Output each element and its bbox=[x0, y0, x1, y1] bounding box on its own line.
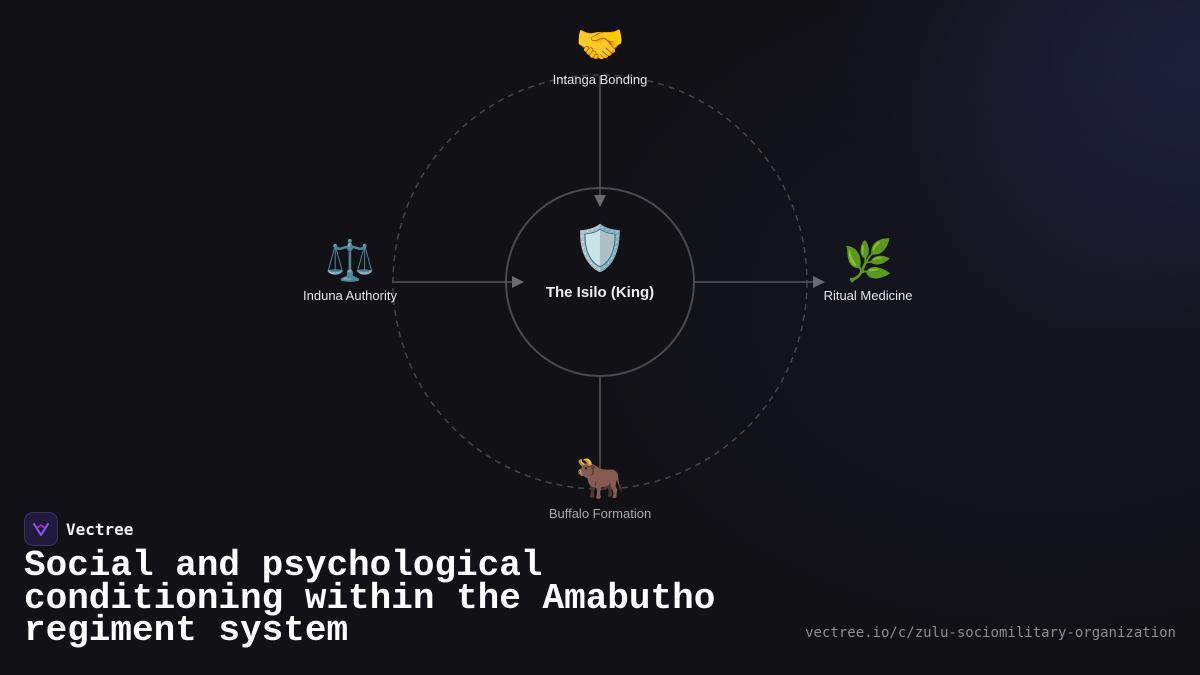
vectree-logo-icon bbox=[24, 512, 58, 546]
node-buffalo-formation: 🐂 Buffalo Formation bbox=[549, 456, 651, 521]
ox-icon: 🐂 bbox=[575, 456, 625, 502]
handshake-icon: 🤝 bbox=[575, 22, 625, 68]
balance-scale-icon: ⚖️ bbox=[325, 238, 375, 284]
center-node-label: The Isilo (King) bbox=[545, 284, 655, 301]
node-induna-authority: ⚖️ Induna Authority bbox=[303, 238, 397, 303]
brand: Vectree bbox=[24, 512, 133, 546]
source-url: vectree.io/c/zulu-sociomilitary-organiza… bbox=[805, 625, 1176, 641]
node-label: Ritual Medicine bbox=[823, 288, 913, 303]
node-the-isilo: 🛡️ The Isilo (King) bbox=[545, 223, 655, 302]
node-ritual-medicine: 🌿 Ritual Medicine bbox=[824, 238, 913, 303]
shield-icon: 🛡️ bbox=[572, 223, 628, 274]
page-title: Social and psychological conditioning wi… bbox=[24, 545, 716, 651]
node-intanga-bonding: 🤝 Intanga Bonding bbox=[553, 22, 648, 87]
brand-name: Vectree bbox=[66, 519, 134, 539]
node-label: Induna Authority bbox=[303, 288, 397, 303]
herb-icon: 🌿 bbox=[843, 238, 893, 284]
node-label: Intanga Bonding bbox=[552, 72, 648, 87]
node-label: Buffalo Formation bbox=[548, 506, 652, 521]
